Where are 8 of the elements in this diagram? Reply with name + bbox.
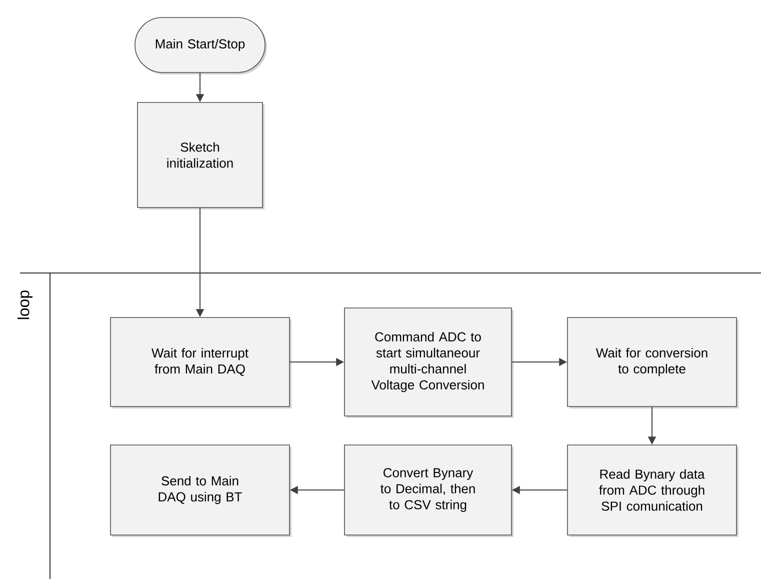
process-box: Wait for conversion to complete bbox=[567, 317, 738, 408]
process-box: Sketch initialization bbox=[137, 102, 264, 210]
process-box: Send to Main DAQ using BT bbox=[110, 444, 292, 537]
process-box: Wait for interrupt from Main DAQ bbox=[110, 317, 292, 408]
process-box: Command ADC to start simultaneour multi-channel Voltage Conversion bbox=[344, 308, 514, 418]
lane-label: loop bbox=[18, 290, 32, 320]
process-box: Convert Bynary to Decimal, then to CSV string bbox=[344, 444, 514, 537]
process-box: Read Bynary data from ADC through SPI comunication bbox=[567, 444, 738, 537]
